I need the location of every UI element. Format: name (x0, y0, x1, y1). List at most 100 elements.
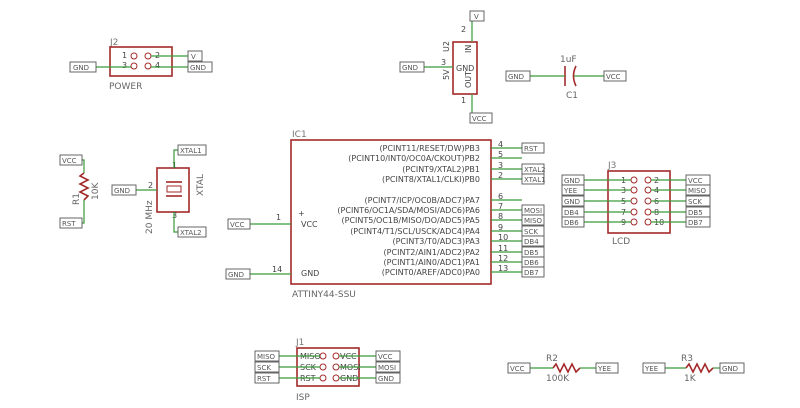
u2-out-label: OUT (464, 71, 473, 88)
svg-text:SCK: SCK (524, 228, 538, 236)
c1-capacitor[interactable]: 1uF C1 (560, 55, 578, 101)
net-flag-db7: DB7 (685, 216, 711, 228)
ic1-pin-label: (PCINT2/AIN1/ADC2)PA2 (384, 248, 480, 257)
j3-pin-hole (644, 176, 652, 184)
svg-text:YEE: YEE (644, 365, 658, 373)
j2-power-header[interactable]: J2 POWER 1 2 3 4 (109, 38, 173, 92)
j2-ref: J2 (109, 38, 118, 48)
flag-r1-rst: RST (59, 217, 83, 229)
u2-regulator[interactable]: IN GND OUT U2 5V 2 3 1 (441, 25, 478, 105)
svg-text:GND: GND (564, 177, 580, 185)
svg-text:XTAL2: XTAL2 (524, 166, 546, 174)
svg-text:MISO: MISO (688, 187, 707, 195)
net-flag-mosi: MOSI (521, 204, 545, 216)
ic1-pin-label: (PCINT6/OC1A/SDA/MOSI/ADC6)PA6 (337, 206, 480, 215)
net-flag-xtal2: XTAL2 (521, 163, 546, 175)
svg-text:GND: GND (378, 375, 394, 383)
flag-j2-v: V (187, 50, 203, 62)
q1-resonator[interactable]: 1 2 3 20 MHz XTAL (145, 161, 206, 234)
svg-text:MISO: MISO (524, 217, 543, 225)
svg-text:GND: GND (402, 64, 418, 72)
j3-pin-hole (644, 208, 652, 216)
j1-pin-hole (332, 374, 340, 382)
net-flag-miso: MISO (521, 214, 545, 226)
r1-value: 10K (91, 182, 101, 200)
flag-j2-gnd-right: GND (187, 61, 213, 73)
ic1-pin-number: 4 (498, 140, 503, 149)
u2-pin-1: 1 (461, 96, 466, 105)
ic1-pin-label: (PCINT3/T0/ADC3)PA3 (392, 237, 480, 246)
j3-pin-hole (644, 186, 652, 194)
j1-pin-hole (319, 352, 327, 360)
svg-text:GND: GND (722, 365, 738, 373)
flag-r2-vcc: VCC (507, 362, 531, 374)
flag-q1-xtal1: XTAL1 (177, 144, 207, 156)
ic1-pin-label: (PCINT4/T1/SCL/USCK/ADC4)PA4 (350, 227, 480, 236)
svg-text:V: V (474, 13, 479, 21)
ic1-pin-label: (PCINT8/XTAL1/CLKI)PB0 (382, 175, 480, 184)
svg-text:GND: GND (73, 64, 89, 72)
u2-gnd-label: GND (456, 64, 474, 73)
svg-text:DB4: DB4 (524, 238, 539, 246)
j3-pin-hole (630, 197, 638, 205)
net-flag-rst: RST (521, 142, 545, 154)
q1-value: 20 MHz (145, 200, 155, 234)
flag-u2-vcc: VCC (469, 112, 493, 124)
ic1-pin-number: 12 (498, 254, 508, 263)
r2-value: 100K (546, 374, 570, 384)
j2-pin-2 (144, 52, 152, 60)
flag-q1-xtal2: XTAL2 (177, 226, 207, 238)
svg-text:V: V (191, 53, 196, 61)
j1-pin-hole (332, 363, 340, 371)
ic1-pin-label: (PCINT11/RESET/DW)PB3 (379, 144, 480, 153)
svg-text:VCC: VCC (62, 157, 77, 165)
net-flag-db5: DB5 (521, 246, 545, 258)
svg-text:SCK: SCK (257, 364, 271, 372)
svg-text:XTAL1: XTAL1 (524, 176, 546, 184)
ic1-pin-number: 8 (498, 212, 503, 221)
u2-pin-3: 3 (441, 58, 446, 67)
ic1-pin-number: 13 (498, 264, 508, 273)
net-flag-rst: RST (254, 372, 280, 384)
svg-text:SCK: SCK (688, 198, 702, 206)
j2-pin-1 (130, 52, 138, 60)
ic1-pin-number: 3 (498, 161, 503, 170)
net-flag-sck: SCK (685, 195, 711, 207)
u2-in-label: IN (464, 45, 473, 53)
ic1-pin-label: (PCINT9/XTAL2)PB1 (402, 165, 480, 174)
j3-value: LCD (612, 237, 630, 247)
ic1-gnd-label: GND (301, 269, 319, 278)
svg-text:RST: RST (524, 145, 538, 153)
j3-pin-hole (630, 176, 638, 184)
net-flag-db6: DB6 (561, 216, 585, 228)
j1-pin-hole (332, 352, 340, 360)
ic1-pin-label: (PCINT0/AREF/ADC0)PA0 (382, 268, 480, 277)
flag-r3-yee: YEE (642, 362, 666, 374)
net-flag-miso: MISO (685, 184, 711, 196)
svg-text:VCC: VCC (230, 221, 245, 229)
r3-resistor[interactable]: R3 1K (681, 354, 714, 384)
ic1-attiny44[interactable]: IC1 ATTINY44-SSU + VCC GND 1 14 (PCINT11… (272, 130, 546, 300)
j1-ref: J1 (295, 338, 304, 348)
svg-text:DB6: DB6 (564, 219, 579, 227)
flag-u2-gnd: GND (399, 61, 425, 73)
ic1-ref: IC1 (292, 130, 307, 140)
r2-ref: R2 (546, 354, 558, 364)
r1-ref: R1 (72, 193, 82, 205)
net-flag-db5: DB5 (685, 206, 711, 218)
flag-c1-gnd: GND (505, 70, 531, 82)
ic1-pin-number: 11 (498, 244, 508, 253)
r2-resistor[interactable]: R2 100K (546, 354, 581, 384)
j3-pin-hole (630, 186, 638, 194)
q1-pin-2: 2 (148, 181, 153, 190)
ic1-pin-number: 6 (498, 192, 503, 201)
net-flag-gnd: GND (375, 372, 401, 384)
ic1-pin-number: 10 (498, 233, 508, 242)
r1-resistor[interactable]: R1 10K (72, 172, 101, 205)
svg-text:XTAL1: XTAL1 (180, 147, 202, 155)
